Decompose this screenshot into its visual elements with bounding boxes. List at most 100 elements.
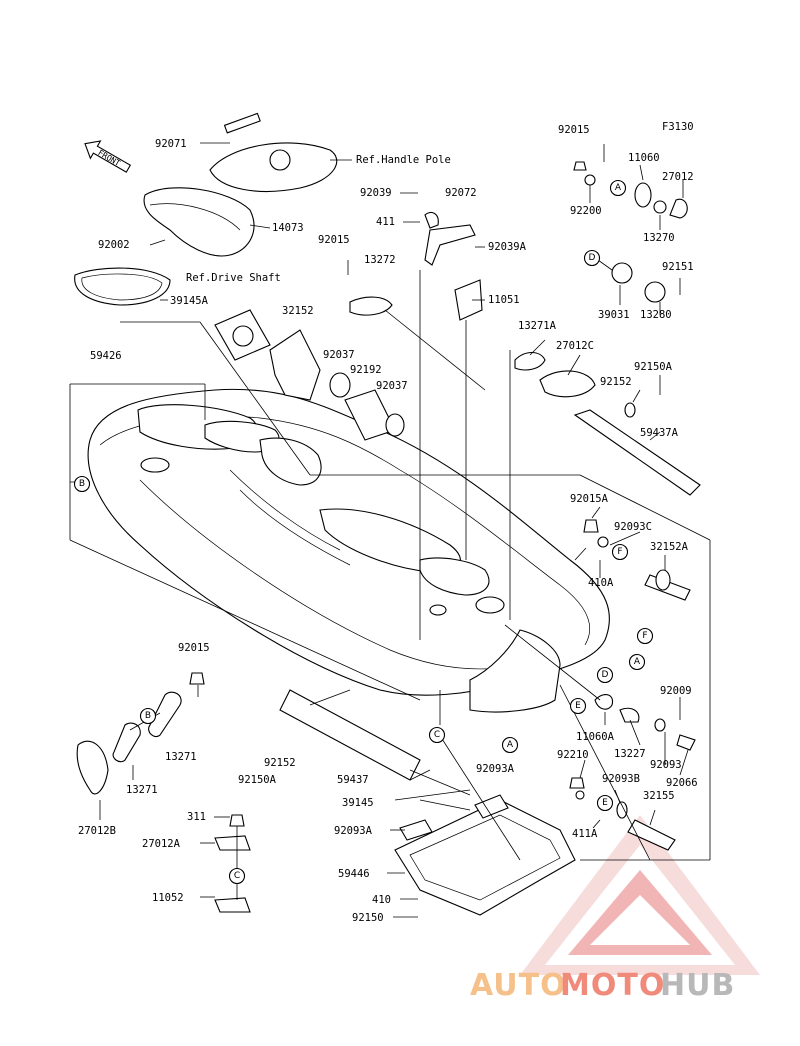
- part-label: Ref.Handle Pole: [356, 154, 451, 166]
- part-label: 92039: [360, 187, 392, 199]
- part-label: 13272: [364, 254, 396, 266]
- part-label: 13271A: [518, 320, 557, 332]
- figure-code: F3130: [662, 121, 694, 133]
- part-label: 27012C: [556, 340, 594, 352]
- svg-text:C: C: [434, 730, 440, 740]
- svg-text:A: A: [615, 183, 622, 193]
- callout-C: C: [428, 726, 446, 744]
- watermark-auto: AUTO: [470, 968, 567, 1003]
- part-label: 92093C: [614, 521, 652, 533]
- intake-grate-92071: [209, 112, 338, 192]
- bottom-cover-59446: [394, 769, 576, 916]
- part-label: 92015: [178, 642, 210, 654]
- part-label: 92066: [666, 777, 698, 789]
- part-label: 32152A: [650, 541, 689, 553]
- part-label: 11052: [152, 892, 184, 904]
- svg-text:B: B: [145, 711, 151, 721]
- part-label: 92093A: [476, 763, 515, 775]
- part-label: 92002: [98, 239, 130, 251]
- part-label: 92150A: [634, 361, 673, 373]
- svg-text:F: F: [617, 547, 622, 557]
- front-arrow-icon: FRONT: [84, 140, 132, 173]
- part-label: 39145A: [170, 295, 209, 307]
- part-label: 92152: [264, 757, 296, 769]
- svg-text:C: C: [234, 871, 240, 881]
- part-label: Ref.Drive Shaft: [186, 272, 281, 284]
- part-label: 92093A: [334, 825, 373, 837]
- part-label: 59426: [90, 350, 122, 362]
- callout-B: B: [139, 707, 157, 725]
- callout-A: A: [501, 736, 519, 754]
- part-label: 92072: [445, 187, 477, 199]
- callout-D: D: [583, 249, 601, 267]
- part-label: 13271: [126, 784, 158, 796]
- svg-text:B: B: [79, 479, 85, 489]
- part-label: 39145: [342, 797, 374, 809]
- part-label: 92152: [600, 376, 632, 388]
- part-label: 92192: [350, 364, 382, 376]
- callout-A: A: [628, 653, 646, 671]
- part-label: 92093: [650, 759, 682, 771]
- callout-E: E: [596, 794, 614, 812]
- front-label: FRONT: [96, 148, 122, 168]
- hull-deck-59426: [87, 388, 610, 713]
- part-label: 410: [372, 894, 391, 906]
- gasket-39145A: [74, 267, 171, 306]
- part-label: 32155: [643, 790, 675, 802]
- watermark-text: AUTO MOTO HUB: [470, 968, 735, 1003]
- part-label: 11060A: [576, 731, 615, 743]
- part-label: 92071: [155, 138, 187, 150]
- svg-text:F: F: [642, 631, 647, 641]
- part-label: 92150A: [238, 774, 277, 786]
- watermark-hub: HUB: [660, 968, 735, 1003]
- part-label: 59437A: [640, 427, 679, 439]
- part-label: 92037: [376, 380, 408, 392]
- callout-C: C: [228, 867, 246, 885]
- svg-text:E: E: [575, 701, 581, 711]
- part-label: 92150: [352, 912, 384, 924]
- part-label: 59446: [338, 868, 370, 880]
- part-label: 14073: [272, 222, 304, 234]
- part-label: 27012A: [142, 838, 181, 850]
- part-label: 13227: [614, 748, 646, 760]
- part-labels: 92071 Ref.Handle Pole 14073 92002 Ref.Dr…: [78, 124, 698, 924]
- part-label: 11060: [628, 152, 660, 164]
- right-mid-hardware: [569, 519, 696, 851]
- svg-text:E: E: [602, 798, 608, 808]
- part-label: 411A: [572, 828, 598, 840]
- callout-D: D: [596, 666, 614, 684]
- part-label: 11051: [488, 294, 520, 306]
- part-label: 92151: [662, 261, 694, 273]
- part-label: 59437: [337, 774, 369, 786]
- callout-circles: A A A B B C C D D E E F F: [73, 179, 654, 885]
- part-label: 311: [187, 811, 206, 823]
- part-label: 13270: [643, 232, 675, 244]
- part-label: 410A: [588, 577, 614, 589]
- callout-B: B: [73, 475, 91, 493]
- svg-text:D: D: [589, 253, 596, 263]
- part-label: 92015: [558, 124, 590, 136]
- part-label: 411: [376, 216, 395, 228]
- callout-F: F: [636, 627, 654, 645]
- part-label: 92200: [570, 205, 602, 217]
- part-label: 92009: [660, 685, 692, 697]
- svg-text:A: A: [634, 657, 641, 667]
- part-label: 92015: [318, 234, 350, 246]
- callout-E: E: [569, 697, 587, 715]
- part-label: 32152: [282, 305, 314, 317]
- part-label: 92039A: [488, 241, 527, 253]
- watermark-logo: [520, 815, 760, 975]
- leader-lines: [69, 142, 711, 918]
- callout-F: F: [611, 543, 629, 561]
- part-label: 92037: [323, 349, 355, 361]
- part-label: 27012B: [78, 825, 116, 837]
- watermark-moto: MOTO: [560, 968, 665, 1003]
- part-label: 92093B: [602, 773, 640, 785]
- seat-pad-14073: [143, 187, 255, 257]
- part-label: 13271: [165, 751, 197, 763]
- part-label: 13280: [640, 309, 672, 321]
- drive-shaft-housing: [214, 309, 405, 441]
- callout-A: A: [609, 179, 627, 197]
- part-label: 92210: [557, 749, 589, 761]
